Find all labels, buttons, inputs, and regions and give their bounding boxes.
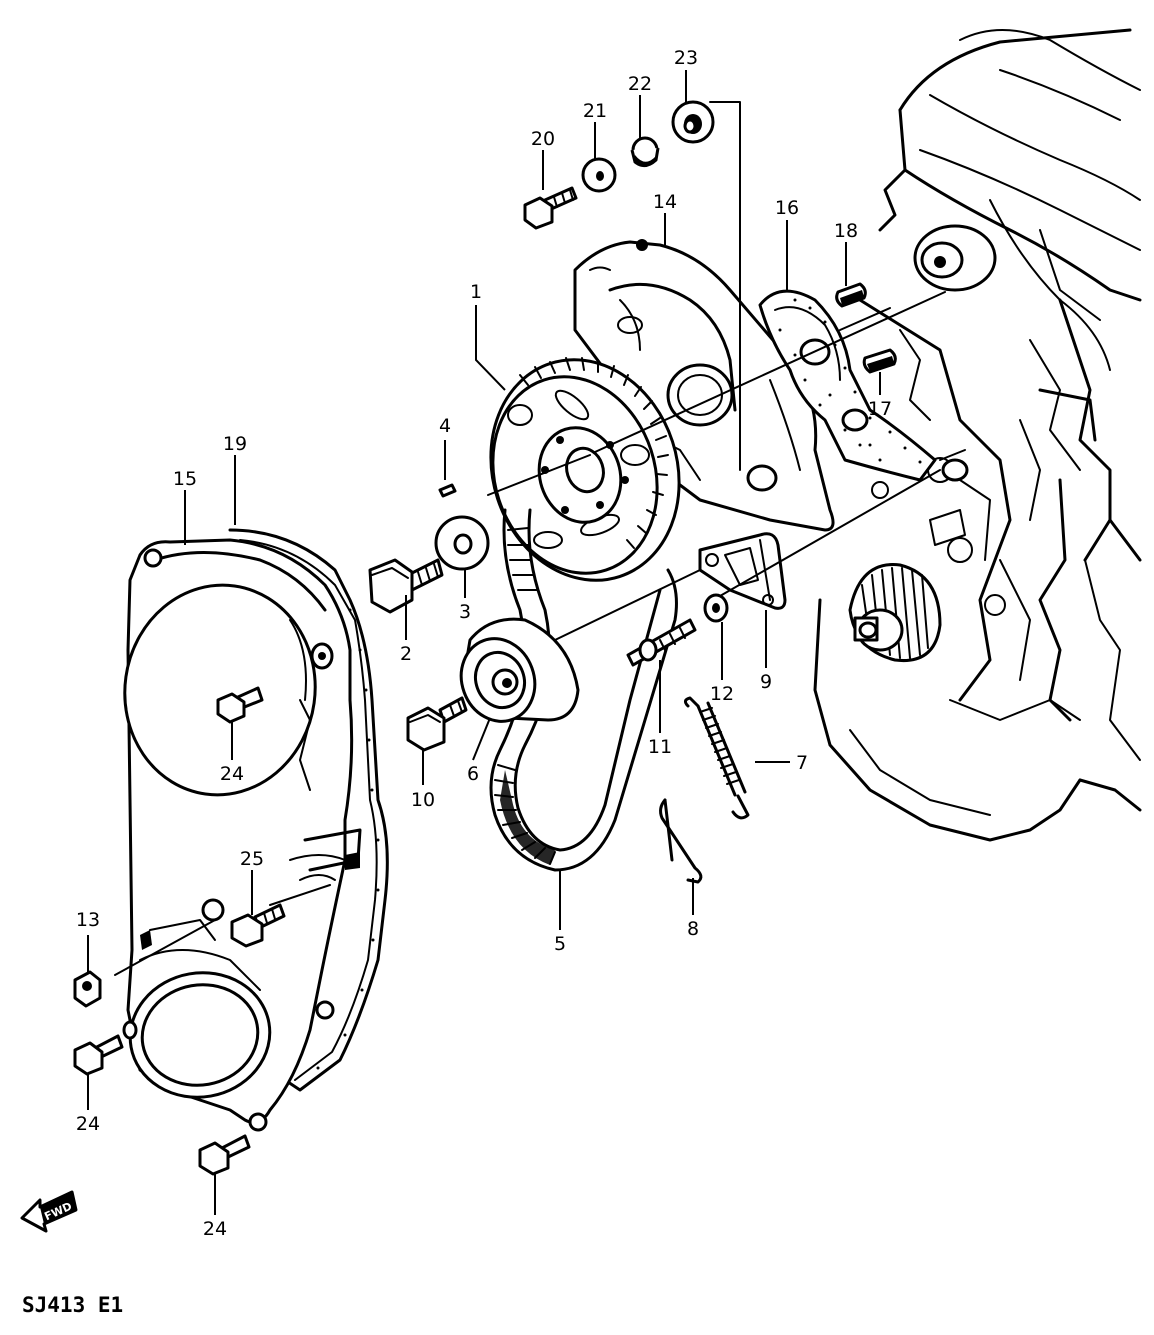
- callout-13: 13: [76, 909, 100, 931]
- nut-13: [73, 970, 102, 1008]
- callout-24-a: 24: [220, 763, 244, 785]
- alignment-lines: [114, 101, 946, 976]
- callout-24-c: 24: [203, 1218, 227, 1240]
- engine-block: [813, 28, 1142, 842]
- callout-11: 11: [648, 736, 672, 758]
- callout-10: 10: [411, 789, 435, 811]
- grommet-23: [671, 100, 715, 144]
- camshaft-pulley: [489, 357, 681, 582]
- callout-18: 18: [834, 220, 858, 242]
- pulley-teeth: [519, 357, 669, 549]
- callout-19: 19: [223, 433, 247, 455]
- tensioner-stud: [626, 618, 697, 667]
- callout-12: 12: [710, 683, 734, 705]
- callout-2: 2: [400, 643, 412, 665]
- callout-21: 21: [583, 100, 607, 122]
- callout-20: 20: [531, 128, 555, 150]
- callout-25: 25: [240, 848, 264, 870]
- drawing-code: SJ413 E1: [22, 1293, 123, 1317]
- tensioner-pulley: [459, 617, 580, 723]
- crankshaft-pulley: [848, 563, 942, 663]
- callout-3: 3: [459, 601, 471, 623]
- pulley-key: [438, 483, 457, 498]
- callout-16: 16: [775, 197, 799, 219]
- callout-4: 4: [439, 415, 451, 437]
- callout-7: 7: [796, 752, 808, 774]
- callout-23: 23: [674, 47, 698, 69]
- woodruff-key-18: [835, 282, 867, 308]
- spring-wire: [659, 798, 703, 884]
- leader-lines: [87, 70, 881, 1215]
- callout-14: 14: [653, 191, 677, 213]
- spring-coils: [699, 707, 740, 785]
- callout-labels: 1 2 3 4 5 6 7 8 9 10 11 12 13 14 15 16 1…: [76, 47, 892, 1240]
- callout-9: 9: [760, 671, 772, 693]
- callout-5: 5: [554, 933, 566, 955]
- tensioner-plate: [698, 532, 787, 610]
- tensioner-spring: [683, 696, 750, 820]
- pulley-washer: [434, 515, 490, 571]
- bolt-10: [406, 696, 468, 752]
- bolt-2: [368, 558, 444, 614]
- callout-8: 8: [687, 918, 699, 940]
- callout-6: 6: [467, 763, 479, 785]
- washer-21: [581, 157, 617, 193]
- callout-15: 15: [173, 468, 197, 490]
- bolt-24-b: [73, 1034, 124, 1076]
- woodruff-key-17: [862, 348, 897, 374]
- bolt-20: [523, 186, 578, 230]
- callout-17: 17: [868, 398, 892, 420]
- callout-24-b: 24: [76, 1113, 100, 1135]
- bolt-24-c: [198, 1134, 251, 1176]
- timing-belt: [489, 508, 678, 872]
- callout-22: 22: [628, 73, 652, 95]
- bolt-24-a: [216, 686, 264, 724]
- outer-timing-cover: [122, 528, 389, 1132]
- cover-seal-stipple: [316, 608, 380, 1070]
- bolt-25: [230, 903, 286, 948]
- callout-1: 1: [470, 281, 482, 303]
- collar-22: [630, 136, 660, 167]
- washer-12: [703, 593, 729, 623]
- fwd-arrow-icon: FWD: [20, 1190, 78, 1233]
